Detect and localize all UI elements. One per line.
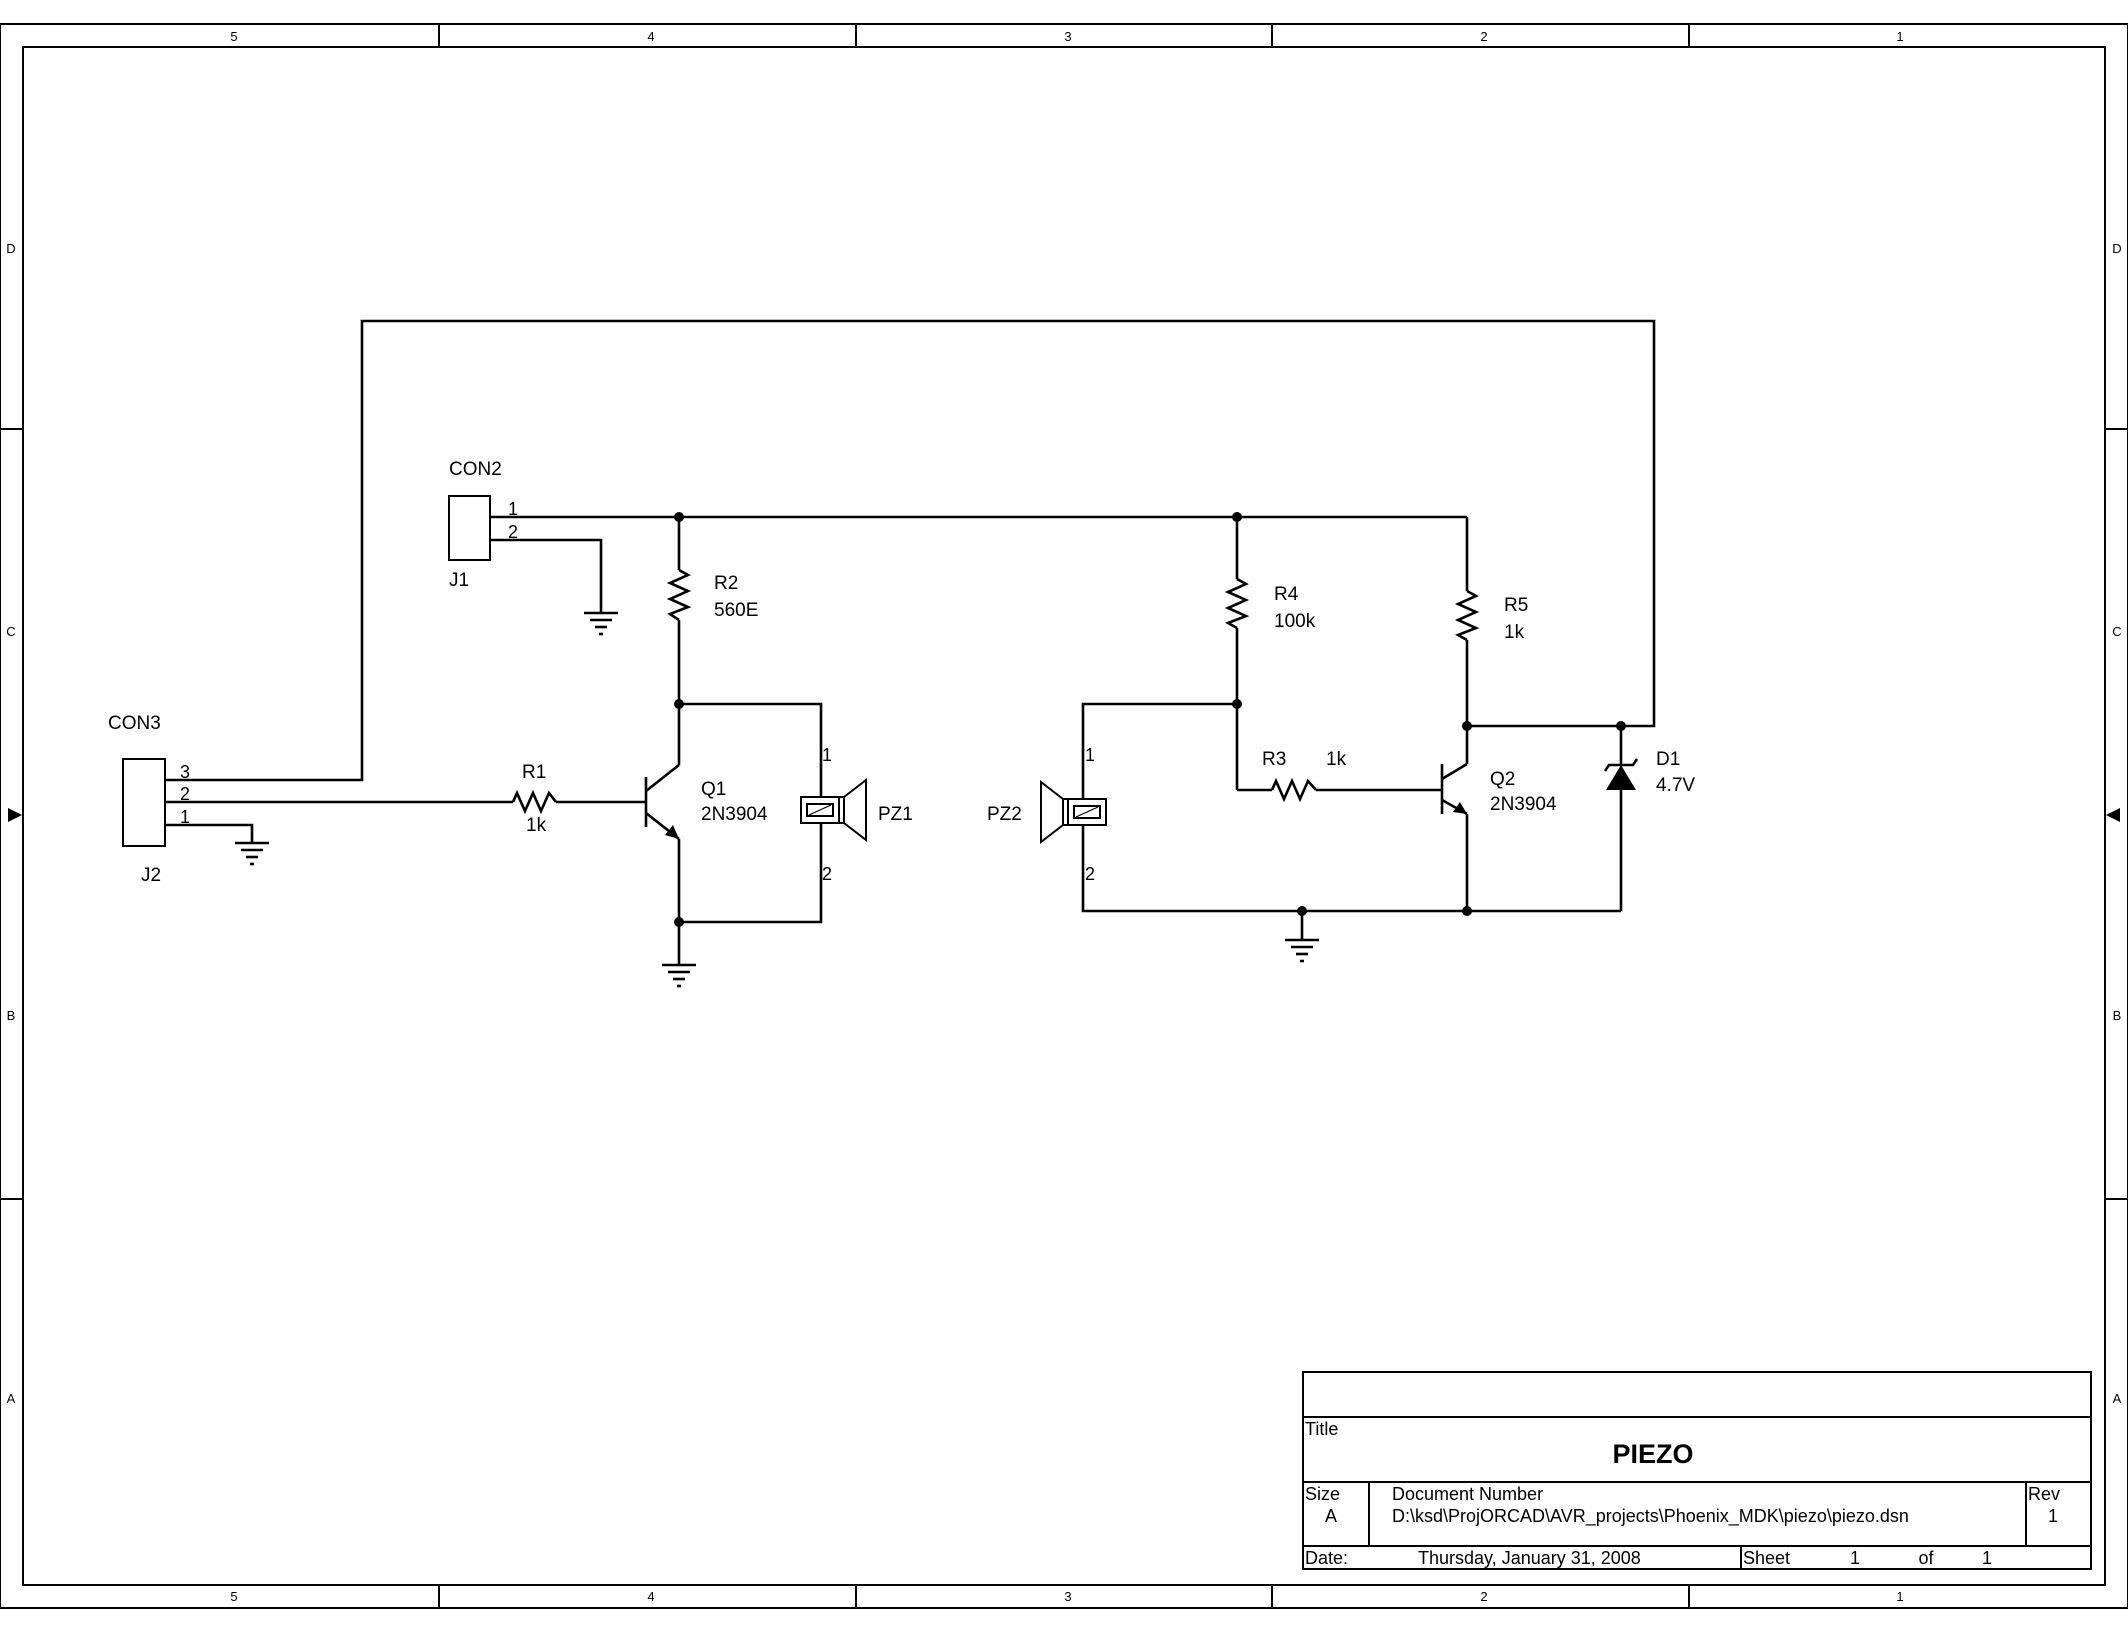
- sheet-number: 1: [1850, 1548, 1860, 1568]
- title-block: Title PIEZO Size A Document Number D:\ks…: [1302, 1371, 2092, 1570]
- resistor-r5-ref: R5: [1504, 595, 1528, 616]
- transistor-q2-value: 2N3904: [1490, 794, 1557, 815]
- zone-row-A-right: A: [2113, 1391, 2122, 1406]
- zone-labels: 5 4 3 2 1 5 4 3 2 1 D C B A D C B A: [6, 29, 2121, 1604]
- connector-j1: CON2 J1 1 2: [448, 459, 518, 591]
- connector-j2: CON3 J2 3 2 1: [108, 713, 190, 886]
- zone-col-4-top: 4: [647, 29, 654, 44]
- connector-j1-pin2: 2: [508, 522, 518, 542]
- piezo-buzzer-pz1: 1 2 PZ1: [800, 745, 913, 884]
- connector-j2-pin1: 1: [180, 807, 190, 827]
- connector-j2-value: CON3: [108, 713, 161, 734]
- connector-j1-value: CON2: [449, 459, 502, 480]
- resistor-r3-ref: R3: [1262, 749, 1286, 770]
- piezo-pz2-ref: PZ2: [987, 804, 1022, 825]
- zone-col-2-bottom: 2: [1480, 1589, 1487, 1604]
- piezo-buzzer-pz2: 1 2 PZ2: [987, 745, 1107, 884]
- resistor-r2-ref: R2: [714, 573, 738, 594]
- junction-dot: [1462, 721, 1472, 731]
- junction-dot: [674, 917, 684, 927]
- ground-symbol: [584, 611, 618, 636]
- resistor-r4-ref: R4: [1274, 584, 1299, 605]
- zener-diode-d1-value: 4.7V: [1656, 775, 1695, 796]
- zone-col-5-bottom: 5: [230, 1589, 237, 1604]
- piezo-pz1-ref: PZ1: [878, 804, 913, 825]
- connector-j2-ref: J2: [141, 865, 161, 886]
- connector-j1-ref: J1: [449, 570, 469, 591]
- zone-col-3-top: 3: [1064, 29, 1071, 44]
- ground-symbol: [235, 841, 269, 866]
- junctions: [674, 512, 1626, 927]
- ground-symbol: [662, 963, 696, 988]
- wires: [165, 319, 1656, 965]
- zone-col-2-top: 2: [1480, 29, 1487, 44]
- resistor-r4: R4 100k: [1224, 577, 1316, 632]
- junction-dot: [674, 699, 684, 709]
- zone-col-1-top: 1: [1896, 29, 1903, 44]
- document-number-label: Document Number: [1392, 1484, 1543, 1504]
- transistor-q1-ref: Q1: [701, 779, 726, 800]
- zone-row-D-left: D: [6, 241, 15, 256]
- junction-dot: [1232, 699, 1242, 709]
- sheet-total: 1: [1982, 1548, 1992, 1568]
- sheet-border: [0, 23, 2128, 1609]
- ground-symbol: [1285, 938, 1319, 963]
- resistor-r1-ref: R1: [522, 762, 546, 783]
- piezo-pz1-pin1: 1: [822, 745, 832, 765]
- zone-col-5-top: 5: [230, 29, 237, 44]
- zener-diode-d1-ref: D1: [1656, 749, 1680, 770]
- resistor-r2: R2 560E: [666, 568, 758, 622]
- resistor-r1: R1 1k: [511, 762, 558, 836]
- zone-col-1-bottom: 1: [1896, 1589, 1903, 1604]
- resistor-r2-value: 560E: [714, 600, 758, 621]
- transistor-q1: Q1 2N3904: [644, 763, 768, 841]
- piezo-pz2-pin1: 1: [1085, 745, 1095, 765]
- zone-col-4-bottom: 4: [647, 1589, 654, 1604]
- zone-col-3-bottom: 3: [1064, 1589, 1071, 1604]
- zone-row-C-right: C: [2112, 624, 2121, 639]
- rev-value: 1: [2048, 1506, 2058, 1526]
- resistor-r3-value: 1k: [1326, 749, 1347, 770]
- resistor-r5-value: 1k: [1504, 622, 1525, 643]
- resistor-r3: R3 1k: [1262, 749, 1347, 803]
- sheet-label: Sheet: [1743, 1548, 1790, 1568]
- date-label: Date:: [1305, 1548, 1348, 1568]
- zone-row-C-left: C: [6, 624, 15, 639]
- zone-row-B-left: B: [7, 1008, 16, 1023]
- transistor-q2: Q2 2N3904: [1440, 762, 1557, 816]
- junction-dot: [674, 512, 684, 522]
- transistor-q2-ref: Q2: [1490, 769, 1515, 790]
- transistor-q1-value: 2N3904: [701, 804, 768, 825]
- drawing-title: PIEZO: [1612, 1439, 1693, 1469]
- resistor-r5: R5 1k: [1454, 589, 1528, 643]
- connector-j1-pin1: 1: [508, 499, 518, 519]
- junction-dot: [1616, 721, 1626, 731]
- size-label: Size: [1305, 1484, 1340, 1504]
- piezo-pz2-pin2: 2: [1085, 864, 1095, 884]
- piezo-pz1-pin2: 2: [822, 864, 832, 884]
- size-value: A: [1325, 1506, 1337, 1526]
- resistor-r4-value: 100k: [1274, 611, 1316, 632]
- junction-dot: [1297, 906, 1307, 916]
- zone-row-B-right: B: [2113, 1008, 2122, 1023]
- sheet-of-label: of: [1918, 1548, 1934, 1568]
- zener-diode-d1: D1 4.7V: [1603, 749, 1695, 796]
- date-value: Thursday, January 31, 2008: [1418, 1548, 1641, 1568]
- zone-row-A-left: A: [7, 1391, 16, 1406]
- connector-j2-pin2: 2: [180, 784, 190, 804]
- title-label: Title: [1305, 1419, 1338, 1439]
- document-number: D:\ksd\ProjORCAD\AVR_projects\Phoenix_MD…: [1392, 1506, 1909, 1527]
- rev-label: Rev: [2028, 1484, 2060, 1504]
- connector-j2-pin3: 3: [180, 762, 190, 782]
- junction-dot: [1232, 512, 1242, 522]
- resistor-r1-value: 1k: [526, 815, 547, 836]
- junction-dot: [1462, 906, 1472, 916]
- zone-row-D-right: D: [2112, 241, 2121, 256]
